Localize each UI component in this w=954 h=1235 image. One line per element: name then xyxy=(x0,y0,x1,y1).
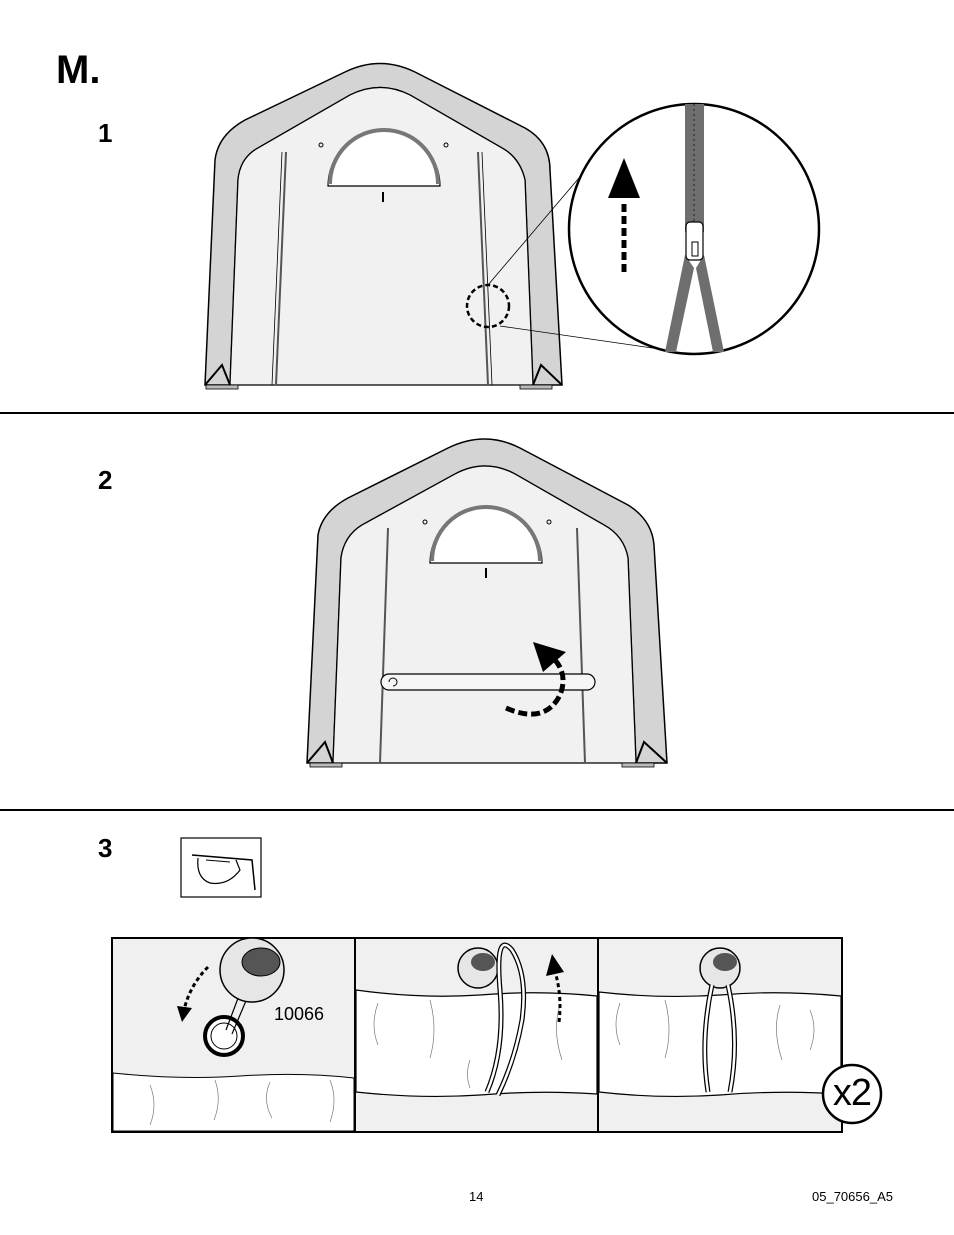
document-code: 05_70656_A5 xyxy=(812,1189,893,1205)
page-number: 14 xyxy=(469,1189,483,1205)
part-number-label: 10066 xyxy=(274,1004,324,1024)
bungee-panel-1 xyxy=(112,938,355,1132)
safety-glasses-icon xyxy=(181,838,261,897)
bungee-panel-2 xyxy=(355,938,598,1132)
quantity-label: x2 xyxy=(824,1070,880,1116)
bungee-panel-3 xyxy=(598,938,842,1132)
